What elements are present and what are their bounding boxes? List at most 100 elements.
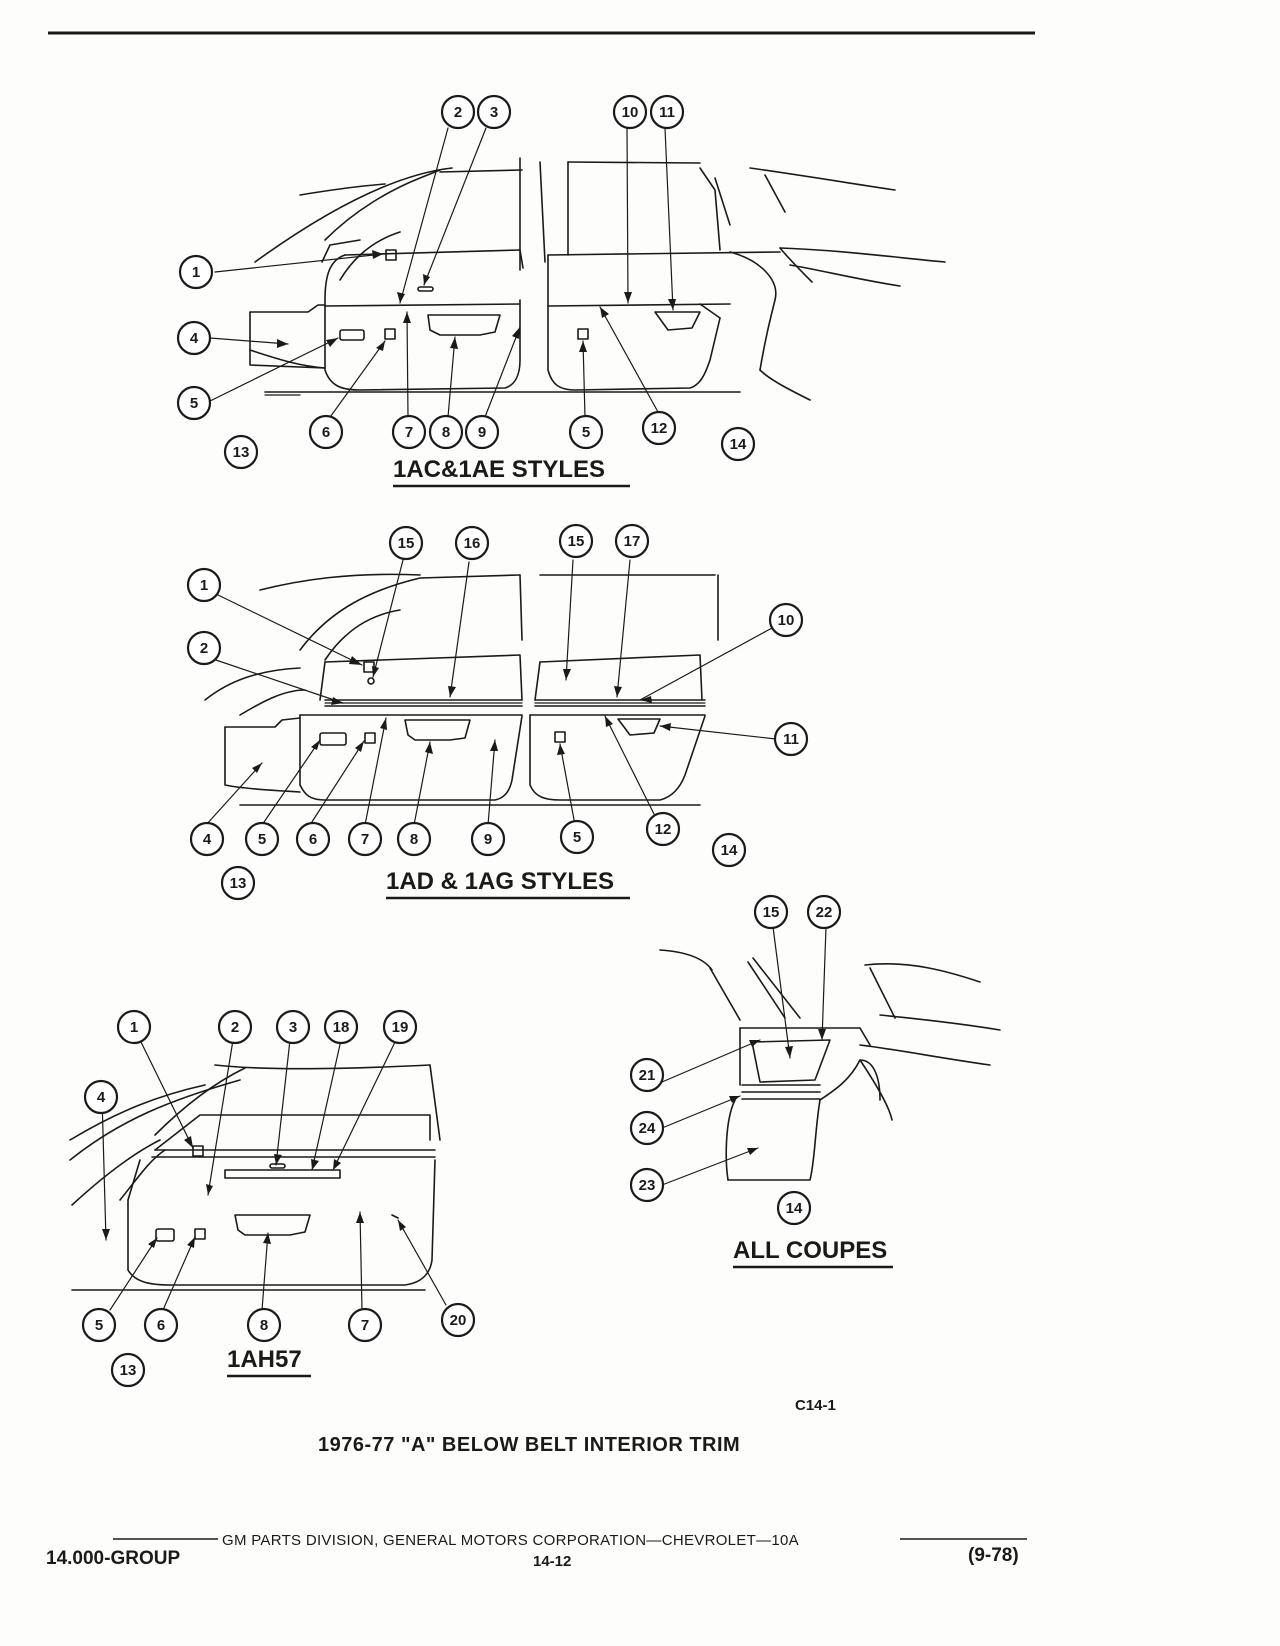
view-1ah57: 1 2 3 18 19 4 5 6 8 7 20 13 1AH57 — [69, 1009, 476, 1388]
svg-text:18: 18 — [333, 1019, 350, 1036]
svg-text:8: 8 — [442, 424, 450, 441]
callout-6: 6 — [308, 414, 344, 450]
svg-text:6: 6 — [309, 831, 317, 848]
svg-text:7: 7 — [361, 1317, 369, 1334]
svg-text:13: 13 — [230, 875, 247, 892]
callout-6: 6 — [143, 1307, 179, 1343]
svg-text:7: 7 — [405, 424, 413, 441]
callout-3: 3 — [275, 1009, 311, 1045]
svg-text:1: 1 — [130, 1019, 138, 1036]
callout-13: 13 — [220, 865, 256, 901]
callout-20: 20 — [440, 1302, 476, 1338]
callouts-view-2: 1 2 15 16 15 17 10 11 4 5 6 7 8 9 5 12 1… — [186, 523, 809, 901]
svg-text:10: 10 — [622, 104, 639, 121]
svg-text:8: 8 — [410, 831, 418, 848]
callout-1: 1 — [116, 1009, 152, 1045]
svg-text:14: 14 — [730, 436, 747, 453]
callout-17: 17 — [614, 523, 650, 559]
callout-15: 15 — [388, 525, 424, 561]
callout-18: 18 — [323, 1009, 359, 1045]
svg-text:14: 14 — [721, 842, 738, 859]
footer-date: (9-78) — [968, 1545, 1019, 1566]
view-1ad-1ag: 1 2 15 16 15 17 10 11 4 5 6 7 8 9 5 12 1… — [186, 523, 809, 901]
callout-12: 12 — [641, 410, 677, 446]
callout-5: 5 — [244, 821, 280, 857]
callout-2: 2 — [440, 94, 476, 130]
svg-text:14: 14 — [786, 1200, 803, 1217]
callout-7: 7 — [347, 1307, 383, 1343]
svg-text:12: 12 — [655, 821, 672, 838]
svg-text:12: 12 — [651, 420, 668, 437]
label-view-2: 1AD & 1AG STYLES — [386, 868, 614, 895]
callout-14: 14 — [776, 1190, 812, 1226]
svg-text:5: 5 — [258, 831, 266, 848]
svg-text:15: 15 — [398, 535, 415, 552]
callout-4: 4 — [189, 821, 225, 857]
svg-text:5: 5 — [95, 1317, 103, 1334]
svg-text:1: 1 — [200, 577, 208, 594]
callout-14: 14 — [720, 426, 756, 462]
svg-text:2: 2 — [231, 1019, 239, 1036]
svg-text:4: 4 — [203, 831, 212, 848]
callout-15b: 15 — [558, 523, 594, 559]
callout-1: 1 — [178, 254, 214, 290]
view-1ac-1ae: 1 2 3 4 5 6 7 8 9 5 10 11 12 13 14 1AC&1… — [176, 94, 946, 488]
svg-text:11: 11 — [783, 731, 799, 748]
label-view-4: ALL COUPES — [733, 1237, 887, 1264]
callout-12: 12 — [645, 811, 681, 847]
callout-4: 4 — [83, 1079, 119, 1115]
svg-text:13: 13 — [120, 1362, 137, 1379]
svg-text:6: 6 — [322, 424, 330, 441]
callout-7: 7 — [391, 414, 427, 450]
svg-text:16: 16 — [464, 535, 481, 552]
svg-text:24: 24 — [639, 1120, 656, 1137]
callout-22: 22 — [806, 894, 842, 930]
figure-caption: 1976-77 "A" BELOW BELT INTERIOR TRIM — [318, 1434, 741, 1456]
callout-21: 21 — [629, 1057, 665, 1093]
callout-6: 6 — [295, 821, 331, 857]
svg-text:5: 5 — [582, 424, 590, 441]
svg-text:5: 5 — [190, 395, 198, 412]
callout-11: 11 — [773, 721, 809, 757]
callout-9: 9 — [470, 821, 506, 857]
view-all-coupes: 15 22 21 24 23 14 ALL COUPES — [629, 894, 1001, 1269]
svg-text:17: 17 — [624, 533, 641, 550]
svg-text:15: 15 — [763, 904, 780, 921]
svg-text:11: 11 — [659, 104, 675, 121]
footer-group: 14.000-GROUP — [46, 1548, 181, 1569]
callout-8: 8 — [246, 1307, 282, 1343]
svg-text:4: 4 — [97, 1089, 106, 1106]
callout-5b: 5 — [568, 414, 604, 450]
figure-code: C14-1 — [795, 1397, 836, 1414]
callout-23: 23 — [629, 1167, 665, 1203]
svg-text:13: 13 — [233, 444, 250, 461]
svg-text:9: 9 — [484, 831, 492, 848]
callout-5: 5 — [81, 1307, 117, 1343]
svg-text:7: 7 — [361, 831, 369, 848]
svg-text:21: 21 — [639, 1067, 656, 1084]
svg-text:19: 19 — [392, 1019, 409, 1036]
svg-text:5: 5 — [573, 829, 581, 846]
svg-text:2: 2 — [454, 104, 462, 121]
svg-text:2: 2 — [200, 640, 208, 657]
callout-5b: 5 — [559, 819, 595, 855]
svg-text:1: 1 — [192, 264, 200, 281]
callout-11: 11 — [649, 94, 685, 130]
callout-4: 4 — [176, 320, 212, 356]
callout-10: 10 — [768, 602, 804, 638]
svg-text:15: 15 — [568, 533, 585, 550]
svg-text:9: 9 — [478, 424, 486, 441]
svg-text:4: 4 — [190, 330, 199, 347]
svg-text:23: 23 — [639, 1177, 656, 1194]
callout-15: 15 — [753, 894, 789, 930]
callout-13: 13 — [110, 1352, 146, 1388]
label-view-3: 1AH57 — [227, 1346, 302, 1373]
callouts-view-4: 15 22 21 24 23 14 — [629, 894, 842, 1226]
callouts-view-3: 1 2 3 18 19 4 5 6 8 7 20 13 — [81, 1009, 476, 1388]
callout-2: 2 — [186, 630, 222, 666]
svg-text:22: 22 — [816, 904, 833, 921]
callout-8: 8 — [396, 821, 432, 857]
footer-page-number: 14-12 — [533, 1553, 572, 1570]
